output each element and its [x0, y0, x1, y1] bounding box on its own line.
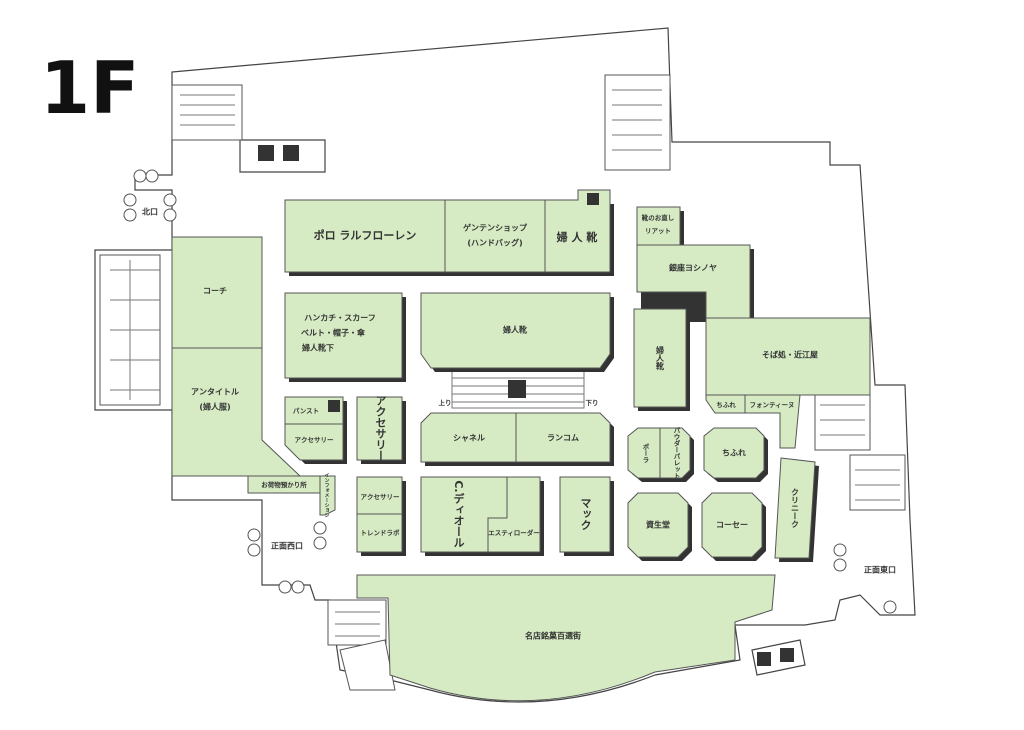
elevator-icon: [258, 145, 274, 161]
label-chifure: ちふれ: [722, 449, 746, 458]
entrance-east-main: 正面東口: [864, 565, 896, 575]
elevator-hall: [239, 139, 326, 173]
shop-hanky[interactable]: [284, 292, 403, 379]
shop-kose[interactable]: [701, 492, 763, 558]
shop-shiseido[interactable]: [627, 492, 689, 558]
shop-pola-powder[interactable]: [627, 427, 691, 479]
stairs-nw: [171, 84, 243, 141]
shop-accessory-lower[interactable]: [356, 476, 403, 515]
label-untitled-1: アンタイトル: [191, 387, 239, 397]
label-accessory-small: アクセサリー: [295, 435, 334, 444]
label-polo: ポロ ラルフローレン: [314, 228, 417, 242]
label-meika: 名店銘菓百選街: [525, 631, 581, 641]
escalator-up-label: 上り: [439, 398, 452, 407]
label-hanky-1: ハンカチ・スカーフ: [304, 314, 376, 323]
label-baggage: お荷物預かり所: [261, 480, 307, 489]
label-hanky-3: 婦人靴下: [301, 343, 334, 353]
label-ginza-yoshinoya: 銀座ヨシノヤ: [668, 263, 717, 273]
label-chanel: シャネル: [453, 433, 485, 443]
shop-meika[interactable]: [356, 574, 776, 702]
label-pola: ポーラ: [641, 442, 649, 463]
shop-estee[interactable]: [487, 476, 541, 553]
label-soba: そば処・近江屋: [762, 350, 818, 360]
label-coach: コーチ: [203, 287, 227, 296]
shop-mac[interactable]: [559, 476, 611, 553]
entrance-west-main: 正面西口: [271, 542, 303, 551]
label-dior: C.ディオール: [452, 480, 465, 547]
label-fontaine: フォンティーヌ: [749, 401, 794, 409]
shop-accessory-small[interactable]: [284, 423, 344, 461]
shop-coach-untitled[interactable]: [171, 236, 302, 477]
shop-polo[interactable]: [284, 199, 446, 273]
label-womens-shoes-right: 婦人靴: [655, 345, 665, 371]
shop-womens-shoes-center[interactable]: [420, 292, 611, 369]
label-kose: コーセー: [716, 521, 748, 530]
shop-clinique[interactable]: [774, 457, 816, 559]
label-mac: マック: [579, 498, 592, 531]
stairs-sw: [327, 599, 396, 691]
label-chifure-small: ちふれ: [716, 401, 736, 409]
floor-label: 1F: [40, 46, 139, 130]
label-genten-2: (ハンドバッグ): [467, 238, 522, 248]
label-accessory-vertical: アクセサリー: [374, 395, 387, 461]
label-clinique: クリニーク: [791, 488, 800, 528]
label-information: インフォメーション: [324, 473, 330, 518]
label-pantyhose: パンスト: [293, 406, 319, 415]
label-womens-shoes-center: 婦人靴: [502, 325, 527, 335]
yen-icon: [587, 193, 599, 205]
escalator-down-label: 下り: [586, 398, 599, 407]
label-shoe-repair-2: リアット: [645, 227, 671, 235]
shop-womens-shoes-top[interactable]: [544, 189, 611, 273]
label-powder-palette: パウダーパレット: [672, 426, 680, 480]
shop-chanel[interactable]: [420, 412, 517, 463]
label-untitled-2: (婦人服): [199, 402, 230, 412]
label-hanky-2: ベルト・帽子・傘: [301, 328, 366, 338]
label-trend-lab: トレンドラボ: [361, 528, 401, 537]
escalator-west: [99, 254, 161, 406]
label-estee: エスティローダー: [488, 528, 540, 537]
label-shiseido: 資生堂: [646, 520, 670, 530]
stairs-ne: [604, 74, 671, 171]
shop-womens-shoes-right[interactable]: [633, 308, 687, 408]
shop-trend-lab[interactable]: [356, 513, 403, 553]
label-genten-1: ゲンテンショップ: [463, 223, 528, 233]
elevator-icon: [757, 652, 771, 666]
escalator-center: 上り 下り: [439, 369, 599, 409]
elevator-icon: [283, 145, 299, 161]
shop-lancome[interactable]: [515, 412, 611, 463]
label-lancome: ランコム: [547, 434, 579, 443]
shop-chifure[interactable]: [703, 427, 765, 479]
shop-genten[interactable]: [444, 199, 546, 273]
escalator-icon: [508, 380, 526, 398]
entrance-north: 北口: [142, 207, 158, 217]
label-accessory-lower: アクセサリー: [361, 492, 400, 501]
label-shoe-repair-1: 靴のお直し: [642, 213, 675, 222]
yen-icon: [328, 400, 340, 412]
shop-shoe-repair[interactable]: [636, 206, 681, 246]
shop-soba[interactable]: [705, 317, 871, 449]
information-desk[interactable]: [319, 475, 336, 516]
shops: [171, 189, 871, 702]
doors: [123, 169, 897, 614]
elevator-icon: [780, 648, 794, 662]
stairs-east: [814, 389, 906, 511]
shop-accessory-vertical[interactable]: [356, 396, 403, 461]
label-womens-shoes-top: 婦 人 靴: [556, 230, 598, 244]
